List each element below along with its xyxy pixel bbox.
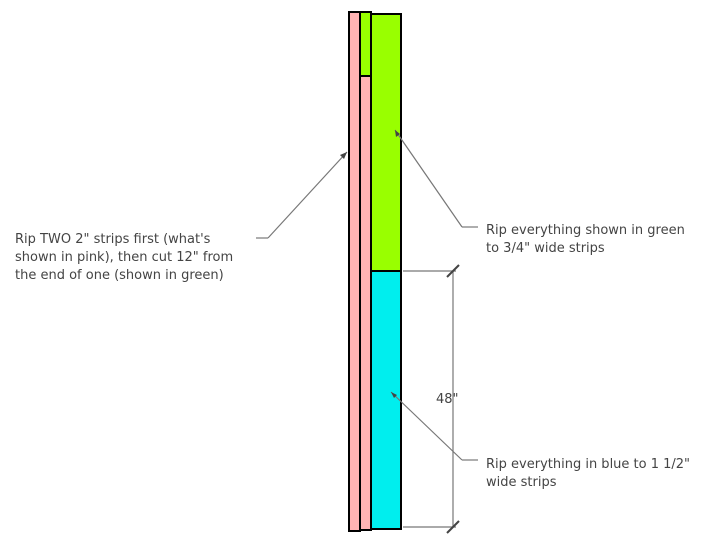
green-note: Rip everything shown in green to 3/4" wi… [486,223,685,256]
blue-note: Rip everything in blue to 1 1/2" wide st… [486,457,691,490]
pink-note: Rip TWO 2" strips first (what's shown in… [15,232,234,283]
green-leader [394,129,463,228]
pink-strip-2 [359,11,372,531]
blue-section [370,270,402,530]
blue-leader [390,391,463,461]
green-cutoff [359,11,372,77]
pink-strip-1 [348,11,361,532]
green-section [370,13,402,272]
dimension-label: 48" [436,392,459,407]
